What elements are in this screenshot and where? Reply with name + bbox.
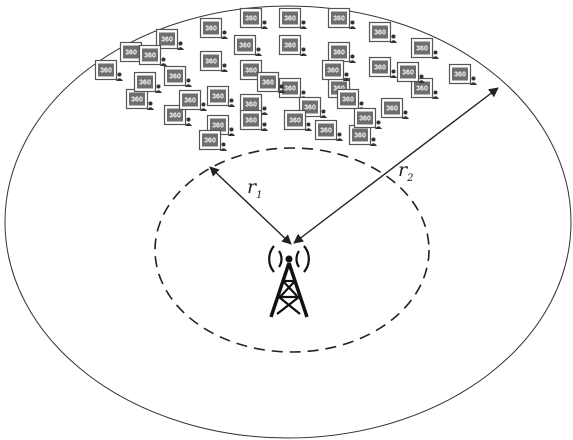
device-badge-label: 360 bbox=[205, 26, 217, 33]
vr-360-device-icon: 360 bbox=[239, 7, 268, 29]
vr-360-device-icon: 360 bbox=[233, 34, 262, 56]
device-badge-label: 360 bbox=[139, 80, 151, 87]
vr-360-device-icon: 360 bbox=[348, 124, 377, 146]
device-badge-label: 360 bbox=[284, 16, 296, 23]
device-badge-label: 360 bbox=[262, 80, 274, 87]
device-badge-label: 360 bbox=[342, 97, 354, 104]
label-r1: r1 bbox=[247, 176, 262, 201]
device-badge-label: 360 bbox=[125, 50, 137, 57]
base-station-tower-icon bbox=[268, 245, 310, 318]
vr-360-device-icon: 360 bbox=[327, 41, 356, 63]
radius-r1-arrow bbox=[209, 166, 292, 245]
device-badge-label: 360 bbox=[333, 50, 345, 57]
device-badge-label: 360 bbox=[212, 123, 224, 130]
device-badge-label: 360 bbox=[327, 68, 339, 75]
vr-360-device-icon: 360 bbox=[138, 44, 167, 66]
device-badge-label: 360 bbox=[239, 43, 251, 50]
vr-360-device-icon: 360 bbox=[163, 104, 192, 126]
vr-360-device-icon: 360 bbox=[94, 59, 123, 81]
inner-coverage-ellipse bbox=[154, 147, 430, 353]
device-badge-label: 360 bbox=[161, 37, 173, 44]
vr-360-device-icon: 360 bbox=[155, 28, 184, 50]
vr-360-device-icon: 360 bbox=[448, 63, 477, 85]
vr-360-device-icon: 360 bbox=[125, 88, 154, 110]
device-badge-label: 360 bbox=[359, 116, 371, 123]
device-badge-label: 360 bbox=[212, 94, 224, 101]
device-badge-label: 360 bbox=[416, 46, 428, 53]
device-badge-label: 360 bbox=[169, 113, 181, 120]
vr-360-device-icon: 360 bbox=[239, 59, 268, 81]
device-badge-label: 360 bbox=[131, 97, 143, 104]
device-badge-label: 360 bbox=[245, 68, 257, 75]
radius-r2-arrow bbox=[293, 87, 499, 244]
device-badge-label: 360 bbox=[416, 86, 428, 93]
device-badge-label: 360 bbox=[374, 30, 386, 37]
device-badge-label: 360 bbox=[304, 105, 316, 112]
device-badge-label: 360 bbox=[204, 138, 216, 145]
vr-360-device-icon: 360 bbox=[321, 59, 350, 81]
device-badge-label: 360 bbox=[284, 86, 296, 93]
device-badge-label: 360 bbox=[320, 128, 332, 135]
vr-360-device-icon: 360 bbox=[256, 71, 285, 93]
vr-360-device-icon: 360 bbox=[314, 119, 343, 141]
vr-360-device-icon: 360 bbox=[239, 93, 268, 115]
vr-360-device-icon: 360 bbox=[396, 61, 425, 83]
vr-360-device-icon: 360 bbox=[199, 50, 228, 72]
vr-360-device-icon: 360 bbox=[239, 109, 268, 131]
device-badge-label: 360 bbox=[144, 53, 156, 60]
vr-360-device-icon: 360 bbox=[278, 34, 307, 56]
vr-360-device-icon: 360 bbox=[336, 88, 365, 110]
vr-360-device-icon: 360 bbox=[278, 77, 307, 99]
device-badge-label: 360 bbox=[333, 16, 345, 23]
vr-360-device-icon: 360 bbox=[178, 89, 207, 111]
device-badge-label: 360 bbox=[284, 43, 296, 50]
device-badge-label: 360 bbox=[184, 98, 196, 105]
label-r2: r2 bbox=[398, 159, 413, 184]
device-badge-label: 360 bbox=[402, 70, 414, 77]
device-badge-label: 360 bbox=[100, 68, 112, 75]
vr-360-device-icon: 360 bbox=[368, 56, 397, 78]
device-badge-label: 360 bbox=[205, 59, 217, 66]
device-badge-label: 360 bbox=[386, 106, 398, 113]
vr-360-device-icon: 360 bbox=[206, 85, 235, 107]
vr-360-device-icon: 360 bbox=[198, 129, 227, 151]
vr-360-device-icon: 360 bbox=[206, 114, 235, 136]
vr-360-device-icon: 360 bbox=[278, 7, 307, 29]
vr-360-device-icon: 360 bbox=[199, 17, 228, 39]
vr-360-device-icon: 360 bbox=[133, 71, 162, 93]
device-badge-label: 360 bbox=[289, 118, 301, 125]
vr-360-device-icon: 360 bbox=[410, 77, 439, 99]
vr-360-device-icon: 360 bbox=[368, 21, 397, 43]
vr-360-device-icon: 360 bbox=[327, 7, 356, 29]
device-badge-label: 360 bbox=[245, 16, 257, 23]
vr-360-device-icon: 360 bbox=[163, 65, 192, 87]
outer-coverage-ellipse bbox=[4, 5, 572, 439]
device-badge-label: 360 bbox=[354, 133, 366, 140]
vr-360-device-icon: 360 bbox=[380, 97, 409, 119]
vr-360-devices: 360 360 360 360 360 360 360 360 360 360 360 360 360 3… bbox=[94, 7, 477, 151]
device-badge-label: 360 bbox=[245, 102, 257, 109]
vr-360-device-icon: 360 bbox=[353, 107, 382, 129]
vr-360-device-icon: 360 bbox=[410, 37, 439, 59]
device-badge-label: 360 bbox=[245, 118, 257, 125]
device-badge-label: 360 bbox=[374, 65, 386, 72]
device-badge-label: 360 bbox=[454, 72, 466, 79]
vr-360-device-icon: 360 bbox=[283, 109, 312, 131]
device-badge-label: 360 bbox=[169, 74, 181, 81]
